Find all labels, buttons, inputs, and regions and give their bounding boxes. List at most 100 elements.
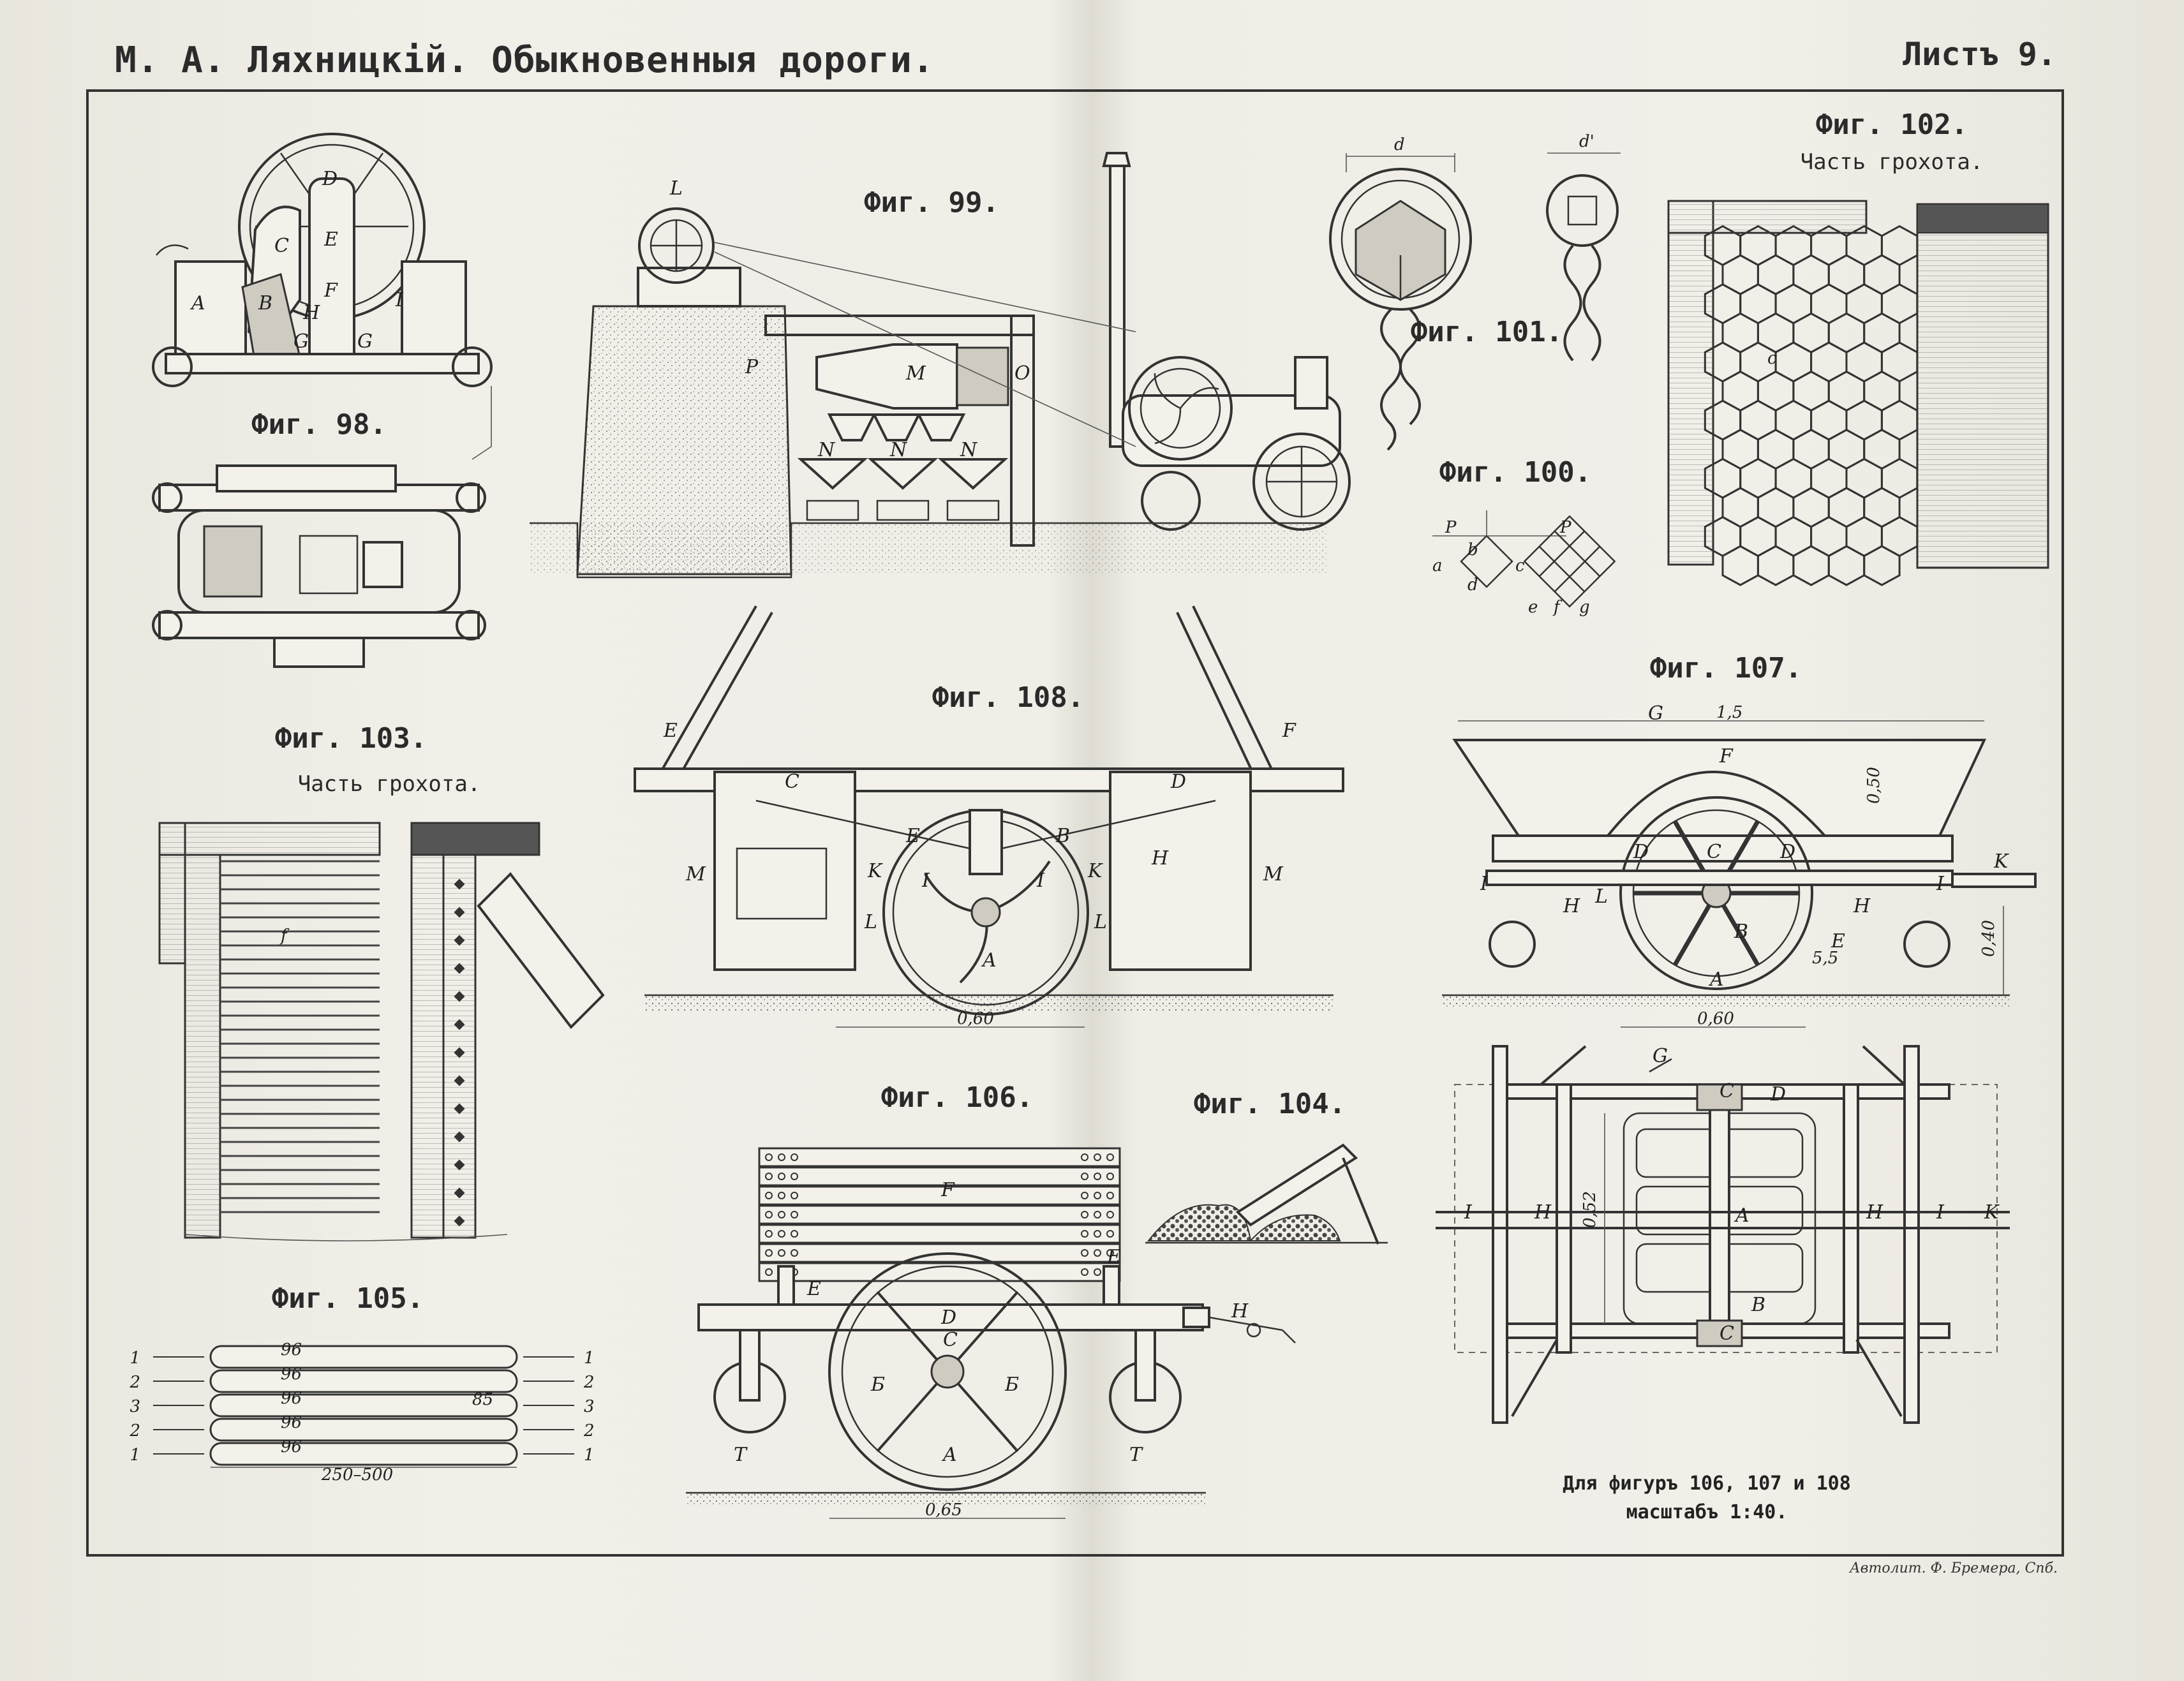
board-bolt xyxy=(778,1173,785,1180)
plate-frame xyxy=(86,89,2064,1557)
board-bolt xyxy=(1106,1153,1114,1161)
board-bolt xyxy=(765,1249,773,1257)
board-bolt xyxy=(791,1153,798,1161)
cart-board xyxy=(758,1166,1121,1187)
arrow-number-left: 2 xyxy=(129,1421,140,1440)
f99-letter: P xyxy=(745,356,759,378)
f105-caption: Фиг. 105. xyxy=(272,1282,424,1315)
f107-gauge: 0,60 xyxy=(1697,1009,1734,1028)
arrow-number-right: 2 xyxy=(583,1421,595,1440)
hex-cell xyxy=(1863,545,1901,586)
figure-106: Фиг. 106. F E E D C Б Б A T T H 0,65 xyxy=(686,1081,1296,1520)
arrow-number-left: 3 xyxy=(130,1397,140,1416)
f106-letter: T xyxy=(1129,1444,1143,1466)
board-bolt xyxy=(1094,1173,1101,1180)
rivet xyxy=(454,935,465,946)
f107plan-letter: H xyxy=(1534,1201,1552,1224)
f100-letter: f xyxy=(1552,598,1563,617)
roll xyxy=(209,1345,518,1369)
f100-letter: d xyxy=(1467,575,1478,595)
arrow-number-left: 2 xyxy=(129,1373,140,1392)
roll xyxy=(209,1393,518,1418)
rivet xyxy=(454,1215,465,1227)
f106-letter: D xyxy=(940,1307,956,1329)
f100-letter: c xyxy=(1515,556,1525,575)
f106-letter: C xyxy=(943,1329,958,1351)
scale-note-line1: Для фигуръ 106, 107 и 108 xyxy=(1563,1472,1851,1495)
f100-letter: b xyxy=(1467,540,1478,559)
hex-cell xyxy=(1827,545,1866,586)
f98-letter: G xyxy=(357,330,373,353)
board-bolt xyxy=(765,1192,773,1199)
f103-bar-frame xyxy=(184,854,221,1239)
f106-main-wheel xyxy=(828,1252,1067,1491)
f108-letter: A xyxy=(981,949,997,972)
figure-108: Фиг. 108. E F C D E B K I I K H M M L xyxy=(634,605,1344,1028)
f107plan-letter: B xyxy=(1751,1294,1765,1316)
f99-letter: O xyxy=(1014,362,1030,385)
f102-frame-right xyxy=(1916,203,2049,569)
board-bolt xyxy=(791,1173,798,1180)
roll-spacing: 96 xyxy=(281,1389,302,1408)
f108-letter: K xyxy=(1087,860,1103,882)
f98-letter: H xyxy=(302,302,320,324)
f106-boards xyxy=(758,1147,1121,1282)
f103-rivets xyxy=(454,878,465,1227)
f102-subtitle: Часть грохота. xyxy=(1801,149,1984,175)
board-bolt xyxy=(778,1153,785,1161)
f107plan-letter: I xyxy=(1464,1201,1473,1224)
hex-cell xyxy=(1721,545,1759,586)
f107-letter: L xyxy=(1594,885,1608,908)
f106-letter: A xyxy=(941,1444,957,1466)
figure-104: Фиг. 104. xyxy=(1145,1088,1388,1245)
f107-letter: I xyxy=(1480,873,1489,895)
f108-letter: E xyxy=(663,720,678,742)
f107-letter: D xyxy=(1779,841,1795,863)
f108-letter: L xyxy=(864,911,877,933)
f98-letters: D C E A B F H I G G xyxy=(189,168,404,353)
f107plan-letter: I xyxy=(1936,1201,1945,1224)
rivet xyxy=(454,1047,465,1058)
cart-board xyxy=(758,1224,1121,1244)
board-bolt xyxy=(791,1230,798,1238)
arrow-number-left: 1 xyxy=(130,1446,140,1465)
f107plan-letter: G xyxy=(1653,1045,1668,1067)
board-bolt xyxy=(791,1192,798,1199)
f104-heap xyxy=(1147,1204,1252,1241)
arrow-number-left: 1 xyxy=(130,1349,140,1368)
board-bolt xyxy=(1094,1249,1101,1257)
figure-102: Фиг. 102. Часть грохота. c xyxy=(1667,108,2049,586)
f107-plan-width: 0,52 xyxy=(1580,1191,1600,1228)
board-bolt xyxy=(1106,1173,1114,1180)
roll xyxy=(209,1369,518,1393)
f106-letters: F E E D C Б Б A T T H xyxy=(734,1179,1249,1466)
f108-letter: I xyxy=(921,870,930,892)
f106-letter: T xyxy=(734,1444,748,1466)
f101-letter: d' xyxy=(1579,132,1594,151)
f102-caption: Фиг. 102. xyxy=(1816,108,1968,141)
f107-letter: I xyxy=(1936,873,1945,895)
f108-letter: C xyxy=(785,771,799,793)
roll-right-dim: 85 xyxy=(472,1390,493,1409)
plate-title: М. А. Ляхницкій. Обыкновенныя дороги. xyxy=(115,40,935,81)
board-bolt xyxy=(1081,1268,1088,1276)
f99-caption: Фиг. 99. xyxy=(864,186,999,219)
f101-large-ring xyxy=(1329,168,1472,311)
board-bolt xyxy=(765,1230,773,1238)
f103-subtitle: Часть грохота. xyxy=(298,771,481,797)
f107-letter: G xyxy=(1648,702,1663,725)
f98-letter: D xyxy=(322,168,338,190)
f99-letter: N xyxy=(960,439,978,461)
f98-letter: E xyxy=(323,228,338,251)
cart-board xyxy=(758,1147,1121,1167)
f107-caption: Фиг. 107. xyxy=(1650,652,1802,685)
f98-letter: I xyxy=(395,289,404,311)
f107-letter: F xyxy=(1719,745,1734,767)
f98-letter: A xyxy=(189,292,205,315)
f107-dim-top: 1,5 xyxy=(1716,703,1742,722)
roll-spacing: 96 xyxy=(281,1340,302,1359)
f108-letter: I xyxy=(1036,870,1045,892)
f108-caption: Фиг. 108. xyxy=(932,681,1084,714)
